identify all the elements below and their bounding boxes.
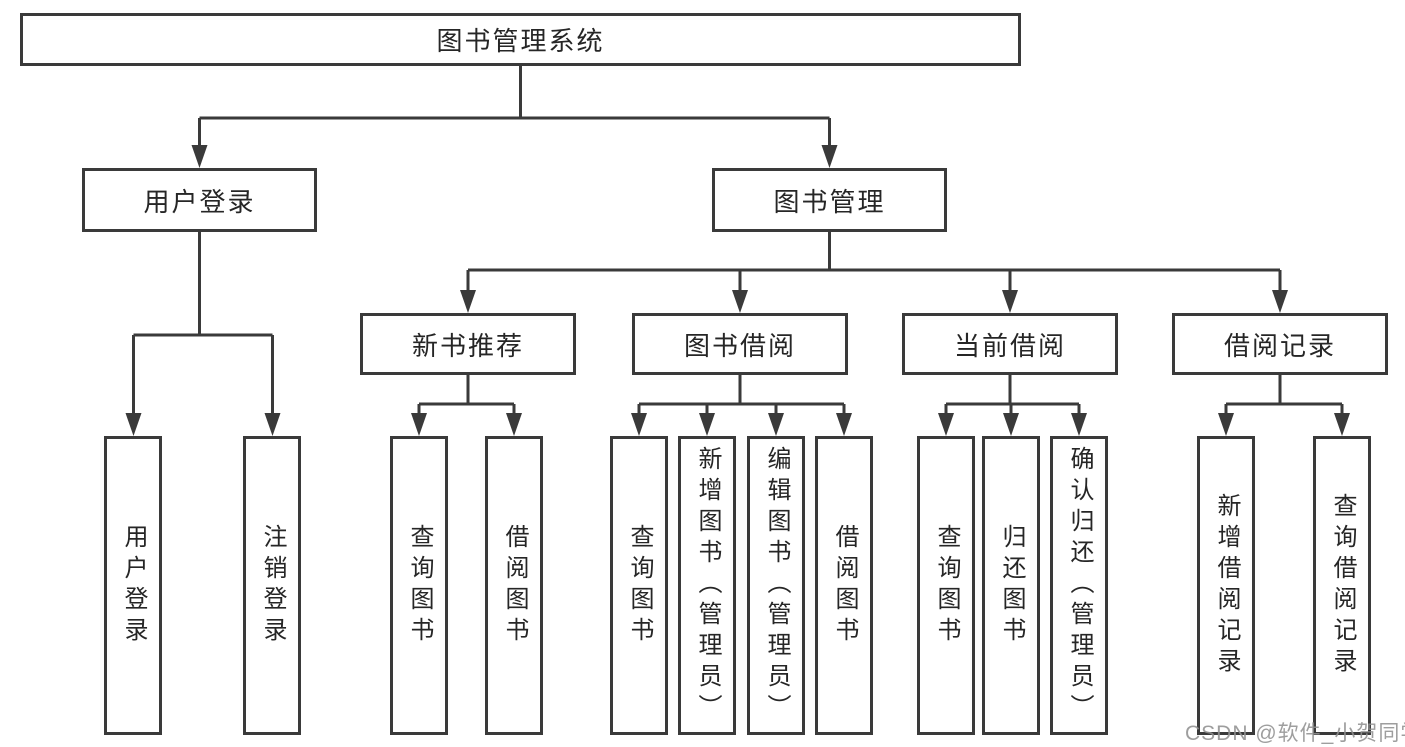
leaf-bb-edit-book-admin: 编辑图书（管理员） — [747, 436, 805, 735]
node-book-management-label: 图书管理 — [773, 186, 886, 217]
leaf-rec-query-book-label: 查询图书 — [406, 523, 433, 648]
leaf-br-add-record: 新增借阅记录 — [1197, 436, 1255, 735]
leaf-cb-query-book-label: 查询图书 — [933, 523, 960, 648]
node-user-login-label: 用户登录 — [143, 186, 256, 217]
leaf-cb-return-book: 归还图书 — [982, 436, 1040, 735]
node-current-borrow: 当前借阅 — [902, 313, 1118, 375]
leaf-user-login-label: 用户登录 — [120, 523, 147, 648]
leaf-rec-query-book: 查询图书 — [390, 436, 448, 735]
csdn-watermark: CSDN @软件_小贺同学 — [1185, 722, 1405, 745]
leaf-cb-confirm-return-admin-label: 确认归还（管理员） — [1066, 446, 1093, 725]
node-borrow-records: 借阅记录 — [1172, 313, 1388, 375]
node-new-book-recommend: 新书推荐 — [360, 313, 576, 375]
leaf-bb-query-book-label: 查询图书 — [626, 523, 653, 648]
leaf-rec-borrow-book: 借阅图书 — [485, 436, 543, 735]
leaf-cb-confirm-return-admin: 确认归还（管理员） — [1050, 436, 1108, 735]
leaf-br-add-record-label: 新增借阅记录 — [1213, 492, 1240, 679]
leaf-bb-add-book-admin-label: 新增图书（管理员） — [694, 446, 721, 725]
leaf-logout-label: 注销登录 — [259, 523, 286, 648]
leaf-bb-add-book-admin: 新增图书（管理员） — [678, 436, 736, 735]
leaf-cb-query-book: 查询图书 — [917, 436, 975, 735]
leaf-br-query-record: 查询借阅记录 — [1313, 436, 1371, 735]
leaf-rec-borrow-book-label: 借阅图书 — [501, 523, 528, 648]
node-borrow-records-label: 借阅记录 — [1223, 330, 1336, 361]
node-system-root-label: 图书管理系统 — [436, 26, 605, 56]
leaf-bb-borrow-book-label: 借阅图书 — [831, 523, 858, 648]
leaf-bb-edit-book-admin-label: 编辑图书（管理员） — [763, 446, 790, 725]
node-system-root: 图书管理系统 — [20, 13, 1021, 66]
node-new-book-recommend-label: 新书推荐 — [411, 330, 524, 361]
node-user-login: 用户登录 — [82, 168, 317, 232]
node-book-management: 图书管理 — [712, 168, 947, 232]
leaf-bb-borrow-book: 借阅图书 — [815, 436, 873, 735]
node-book-borrow: 图书借阅 — [632, 313, 848, 375]
node-current-borrow-label: 当前借阅 — [953, 330, 1066, 361]
leaf-bb-query-book: 查询图书 — [610, 436, 668, 735]
leaf-cb-return-book-label: 归还图书 — [998, 523, 1025, 648]
leaf-user-login: 用户登录 — [104, 436, 162, 735]
node-book-borrow-label: 图书借阅 — [683, 330, 796, 361]
leaf-br-query-record-label: 查询借阅记录 — [1329, 492, 1356, 679]
leaf-logout: 注销登录 — [243, 436, 301, 735]
